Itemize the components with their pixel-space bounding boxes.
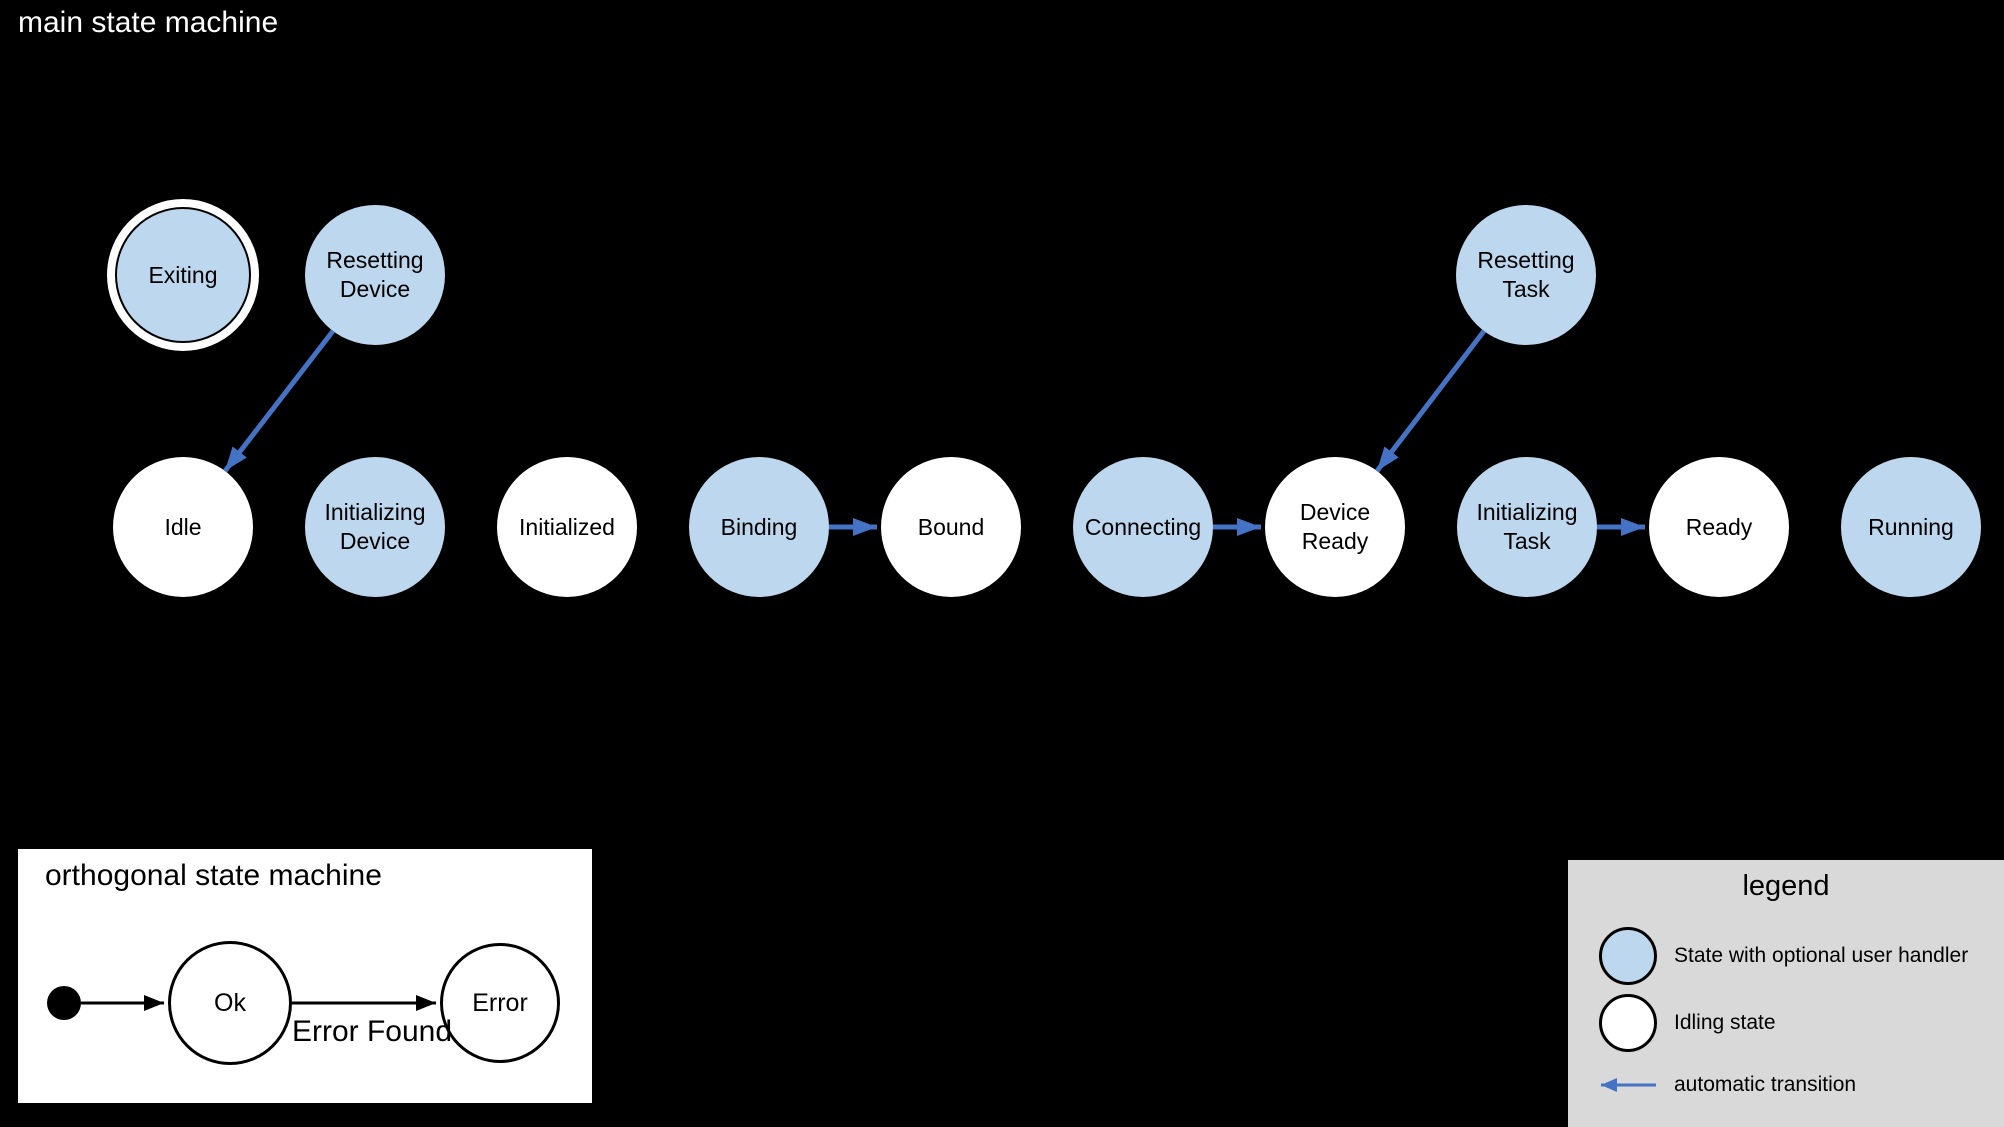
state-initialized: Initialized <box>497 457 637 597</box>
legend-title: legend <box>1742 870 1830 902</box>
orthogonal-machine-title: orthogonal state machine <box>45 859 382 892</box>
legend-idling-state-icon <box>1599 994 1657 1052</box>
state-label: Binding <box>720 513 798 540</box>
state-label: Running <box>1868 513 1954 540</box>
state-error: Error <box>440 943 560 1063</box>
state-label: Ok <box>214 988 246 1017</box>
state-ready: Ready <box>1649 457 1789 597</box>
state-label: Initializing Task <box>1476 499 1578 554</box>
arrow-resetting-task-to-device-ready <box>1375 329 1486 473</box>
state-connecting: Connecting <box>1073 457 1213 597</box>
state-resetting-task: Resetting Task <box>1456 205 1596 345</box>
state-label: Resetting Device <box>326 247 424 302</box>
state-label: Idle <box>164 513 202 540</box>
state-label: Exiting <box>148 261 218 288</box>
transition-label-error-found: Error Found <box>291 1015 453 1048</box>
state-label: Device Ready <box>1299 499 1371 554</box>
legend-item-label: automatic transition <box>1674 1073 1857 1096</box>
state-label: Connecting <box>1084 513 1202 540</box>
legend-panel: legend State with optional user handler … <box>1568 860 2004 1127</box>
state-label: Ready <box>1685 513 1753 540</box>
state-initializing-task: Initializing Task <box>1457 457 1597 597</box>
state-label: Bound <box>917 513 985 540</box>
legend-item-label: State with optional user handler <box>1674 944 1969 967</box>
state-label: Resetting Task <box>1477 247 1575 302</box>
state-label: Error <box>472 988 528 1017</box>
state-idle: Idle <box>113 457 253 597</box>
initial-state-dot <box>47 986 81 1020</box>
state-resetting-device: Resetting Device <box>305 205 445 345</box>
state-bound: Bound <box>881 457 1021 597</box>
state-device-ready: Device Ready <box>1265 457 1405 597</box>
state-initializing-device: Initializing Device <box>305 457 445 597</box>
state-ok: Ok <box>168 941 292 1065</box>
state-label: Initializing Device <box>324 499 426 554</box>
legend-item-label: Idling state <box>1674 1011 1776 1034</box>
state-running: Running <box>1841 457 1981 597</box>
state-exiting: Exiting <box>107 199 259 351</box>
arrow-resetting-device-to-idle <box>223 329 335 473</box>
main-machine-title: main state machine <box>18 6 279 39</box>
state-label: Initialized <box>519 513 615 540</box>
legend-handler-state-icon <box>1599 927 1657 985</box>
state-binding: Binding <box>689 457 829 597</box>
